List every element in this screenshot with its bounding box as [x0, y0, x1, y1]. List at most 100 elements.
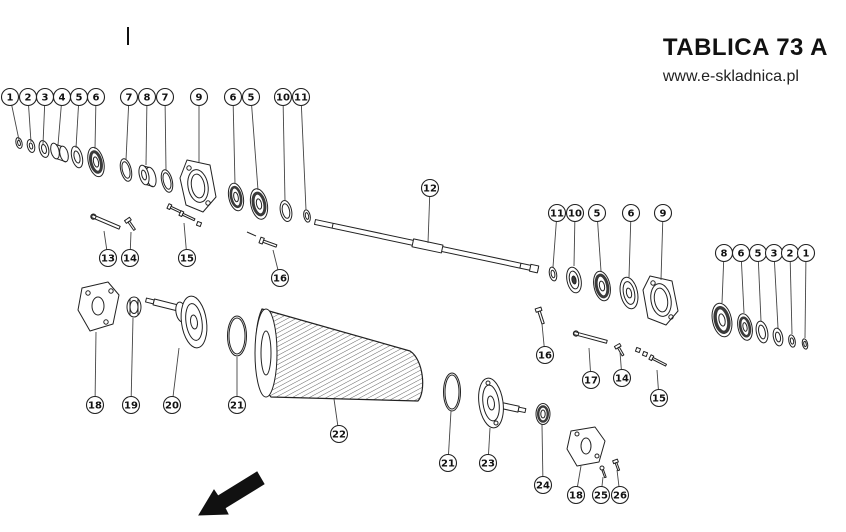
callout-11r: 11	[547, 203, 567, 268]
callout-1f: 1	[796, 243, 816, 339]
callout-number-16a: 16	[273, 273, 287, 284]
callout-number-5b: 5	[248, 92, 255, 103]
callout-circle-5b	[241, 87, 261, 107]
callout-number-17: 17	[584, 375, 598, 386]
callout-10r: 10	[565, 203, 585, 267]
part-bearing-housing-9-right	[642, 275, 679, 326]
callout-circle-7a	[119, 87, 139, 107]
callout-2a: 2	[18, 87, 38, 143]
callout-circle-5r	[587, 203, 607, 223]
callout-20: 20	[162, 347, 182, 415]
callout-12: 12	[420, 178, 440, 244]
callout-circle-6a	[86, 87, 106, 107]
callout-16r: 16	[535, 323, 555, 365]
callout-5b: 5	[241, 87, 261, 191]
part-ring-3-far	[772, 327, 784, 347]
callout-7a: 7	[119, 87, 139, 161]
callout-18R: 18	[566, 465, 586, 505]
callout-circle-18R	[566, 485, 586, 505]
callout-11a: 11	[291, 87, 311, 211]
callout-circle-20	[162, 395, 182, 415]
part-ring-21-right	[443, 372, 461, 412]
part-sleeve-4	[50, 142, 69, 163]
part-washer-1	[15, 137, 23, 149]
callout-number-20: 20	[165, 400, 179, 411]
callout-number-2a: 2	[25, 92, 32, 103]
callout-number-24: 24	[536, 480, 550, 491]
website-text: www.e-skladnica.pl	[662, 68, 799, 85]
part-screw-14-left	[124, 216, 136, 231]
callout-number-18R: 18	[569, 490, 583, 501]
callout-number-25: 25	[594, 490, 608, 501]
callout-8a: 8	[137, 87, 157, 166]
callout-number-7a: 7	[126, 92, 133, 103]
callout-number-23: 23	[481, 458, 495, 469]
part-ring-10-left	[279, 200, 293, 222]
callout-circle-9r	[653, 203, 673, 223]
part-bearing-6	[87, 146, 105, 178]
callout-number-6f: 6	[738, 248, 745, 259]
part-screw-25	[599, 465, 607, 479]
callout-circle-18L	[85, 395, 105, 415]
callout-circle-13	[98, 248, 118, 268]
part-bearing-8-far	[711, 302, 733, 338]
callout-14r: 14	[612, 351, 632, 388]
callout-circle-15r	[649, 388, 669, 408]
callout-2f: 2	[780, 243, 800, 335]
callout-circle-16a	[270, 268, 290, 288]
callout-number-7b: 7	[162, 92, 169, 103]
callout-22: 22	[329, 398, 349, 444]
callout-circle-1f	[796, 243, 816, 263]
part-nut-small-b	[634, 346, 642, 354]
callout-3a: 3	[35, 87, 55, 145]
callout-1a: 1	[0, 87, 20, 141]
part-shaft-12	[313, 219, 540, 274]
callout-number-9r: 9	[660, 208, 667, 219]
callout-5a: 5	[69, 87, 89, 149]
callout-3f: 3	[764, 243, 784, 329]
callout-6b: 6	[223, 87, 243, 185]
callout-circle-10a	[273, 87, 293, 107]
callout-8f: 8	[714, 243, 734, 304]
part-washer-2	[26, 139, 36, 153]
bottom-roller-assembly	[77, 281, 621, 479]
callout-6f: 6	[731, 243, 751, 314]
diagram-title: TABLICA 73 A	[662, 34, 828, 61]
upper-right-assembly	[534, 266, 679, 367]
callout-circle-8a	[137, 87, 157, 107]
part-ring-5	[70, 145, 84, 169]
callout-circle-25	[591, 485, 611, 505]
part-bolt-15-a	[166, 203, 184, 215]
callout-circle-14r	[612, 368, 632, 388]
part-ring-3	[38, 140, 50, 158]
callout-21R: 21	[438, 410, 458, 473]
callout-number-13: 13	[101, 253, 115, 264]
callout-circle-6r	[621, 203, 641, 223]
callout-number-3a: 3	[42, 92, 49, 103]
callout-4a: 4	[52, 87, 72, 146]
callout-circle-6b	[223, 87, 243, 107]
part-screw-14-right	[613, 343, 625, 357]
callout-number-11r: 11	[550, 208, 564, 219]
callout-number-15r: 15	[652, 393, 666, 404]
callout-16a: 16	[270, 249, 290, 288]
part-ring-7-right	[160, 169, 174, 193]
callout-24: 24	[533, 424, 553, 495]
callout-number-6r: 6	[628, 208, 635, 219]
callout-circle-11a	[291, 87, 311, 107]
part-bearing-6-inner	[227, 182, 245, 212]
part-washer-1-far	[801, 338, 809, 350]
far-right-assembly	[711, 302, 809, 350]
callout-number-4a: 4	[59, 92, 66, 103]
part-bearing-housing-9-left	[179, 159, 217, 213]
part-washer-2-far	[788, 334, 796, 348]
callout-13: 13	[98, 230, 118, 268]
part-end-plate-18-left	[77, 281, 120, 332]
callout-number-21L: 21	[230, 400, 244, 411]
callout-number-14a: 14	[123, 253, 137, 264]
callout-number-18L: 18	[88, 400, 102, 411]
callout-7b: 7	[155, 87, 175, 171]
part-ring-6-far	[737, 313, 753, 341]
callout-21L: 21	[227, 357, 247, 415]
